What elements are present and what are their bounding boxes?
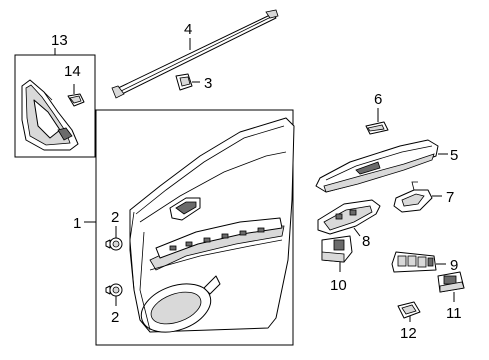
callout-1: 1 — [73, 215, 81, 232]
callout-2-upper: 2 — [111, 209, 119, 226]
switch-cap-6 — [365, 121, 389, 135]
window-switch-9 — [391, 251, 437, 273]
callout-4: 4 — [184, 21, 192, 38]
callout-11: 11 — [446, 305, 462, 322]
switch-12 — [397, 301, 421, 319]
trim-clip-2-upper — [105, 237, 123, 251]
callout-13: 13 — [51, 32, 68, 49]
callout-12: 12 — [400, 325, 417, 342]
switch-10 — [321, 235, 353, 263]
door-trim-panel-1 — [129, 117, 295, 333]
switch-bezel-holes — [169, 227, 265, 251]
callout-2-lower: 2 — [111, 309, 119, 326]
mirror-trim-cover — [21, 79, 79, 151]
callout-5: 5 — [450, 147, 458, 164]
callout-7: 7 — [446, 189, 454, 206]
door-panel-box-1 — [95, 109, 294, 346]
switch-bezel-8 — [317, 199, 381, 235]
callout-6: 6 — [374, 91, 382, 108]
switch-bracket-7 — [393, 181, 433, 213]
callout-9: 9 — [450, 257, 458, 274]
armrest-cover-5 — [315, 139, 439, 193]
trim-clip-14 — [67, 93, 85, 107]
belt-weatherstrip-4 — [111, 9, 279, 99]
callout-14: 14 — [64, 63, 81, 80]
clip-3 — [175, 73, 193, 91]
trim-clip-2-lower — [105, 283, 123, 297]
callout-10: 10 — [330, 277, 347, 294]
switch-11 — [437, 271, 465, 293]
callout-3: 3 — [204, 75, 212, 92]
callout-8: 8 — [362, 233, 370, 250]
